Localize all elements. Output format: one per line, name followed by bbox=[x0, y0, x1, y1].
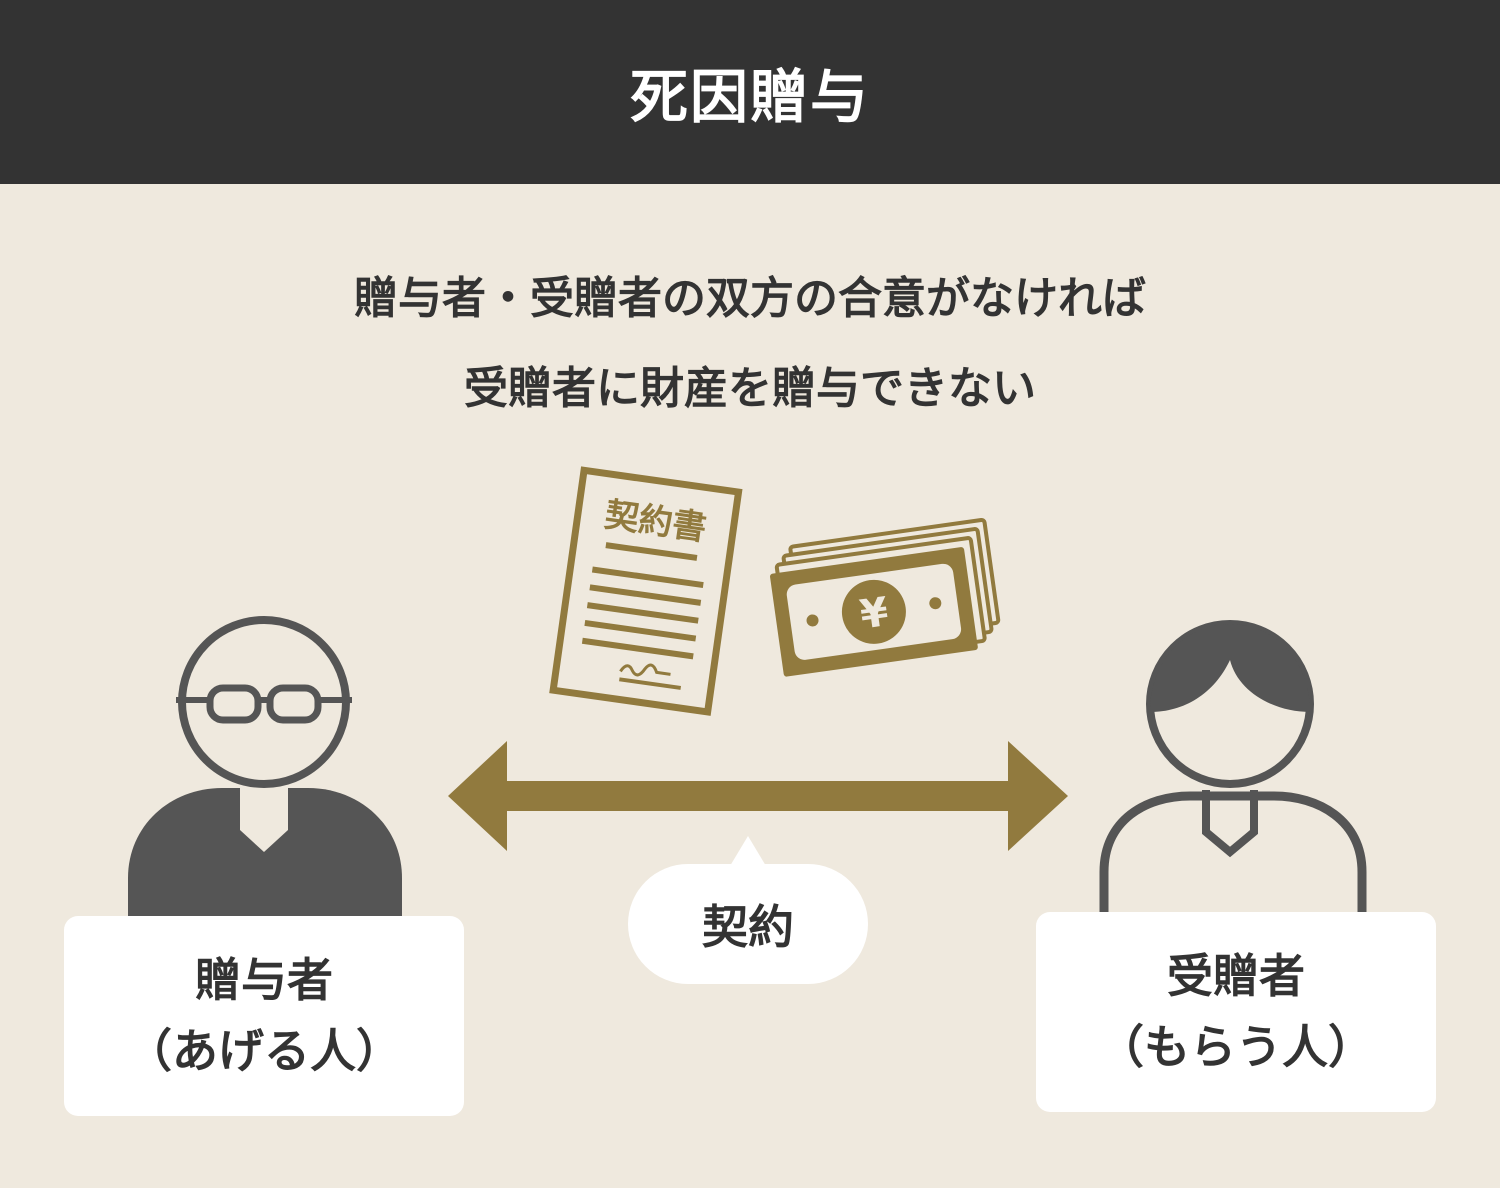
description-line-1: 贈与者・受贈者の双方の合意がなければ bbox=[354, 273, 1146, 324]
giver-title: 贈与者 bbox=[195, 952, 333, 1007]
description-line-2: 受贈者に財産を贈与できない bbox=[464, 363, 1036, 414]
contract-label: 契約 bbox=[702, 900, 794, 954]
receiver-person-icon bbox=[1099, 620, 1367, 912]
receiver-subtitle: （もらう人） bbox=[1098, 1020, 1374, 1074]
page-title: 死因贈与 bbox=[629, 63, 870, 131]
contract-document-icon: 契約書 bbox=[549, 466, 743, 716]
giver-subtitle: （あげる人） bbox=[126, 1024, 402, 1078]
receiver-title: 受贈者 bbox=[1167, 948, 1305, 1003]
giver-person-icon bbox=[128, 616, 402, 916]
receiver-card: 受贈者 （もらう人） bbox=[1036, 912, 1436, 1112]
giver-card: 贈与者 （あげる人） bbox=[64, 916, 464, 1116]
header-bar: 死因贈与 bbox=[0, 0, 1500, 184]
banknotes-icon: ¥ bbox=[770, 517, 1001, 677]
contract-speech-bubble bbox=[628, 836, 868, 984]
yen-symbol: ¥ bbox=[857, 589, 891, 638]
double-arrow-icon bbox=[448, 741, 1068, 851]
